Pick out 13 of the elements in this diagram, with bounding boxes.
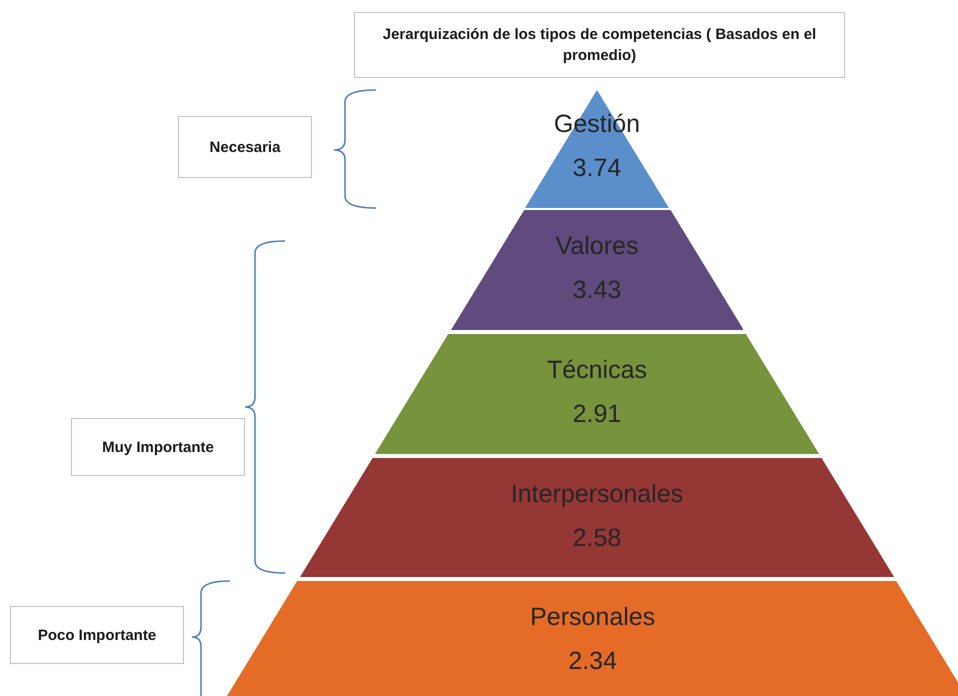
- title-box: Jerarquización de los tipos de competencias ( Basados en el promedio): [354, 12, 845, 78]
- value-label: 2.34: [568, 647, 617, 676]
- layer-label: Interpersonales: [510, 480, 684, 509]
- category-label: Muy Importante: [71, 418, 245, 476]
- value-label: 3.74: [572, 154, 622, 183]
- value-label: 2.91: [572, 400, 622, 429]
- category-label: Poco Importante: [10, 606, 184, 664]
- category-label: Necesaria: [178, 116, 312, 178]
- layer-label: Personales: [530, 603, 656, 632]
- layer-label: Valores: [556, 232, 638, 261]
- layer-label: Técnicas: [546, 356, 648, 385]
- value-label: 3.43: [572, 276, 622, 305]
- value-label: 2.58: [572, 524, 622, 553]
